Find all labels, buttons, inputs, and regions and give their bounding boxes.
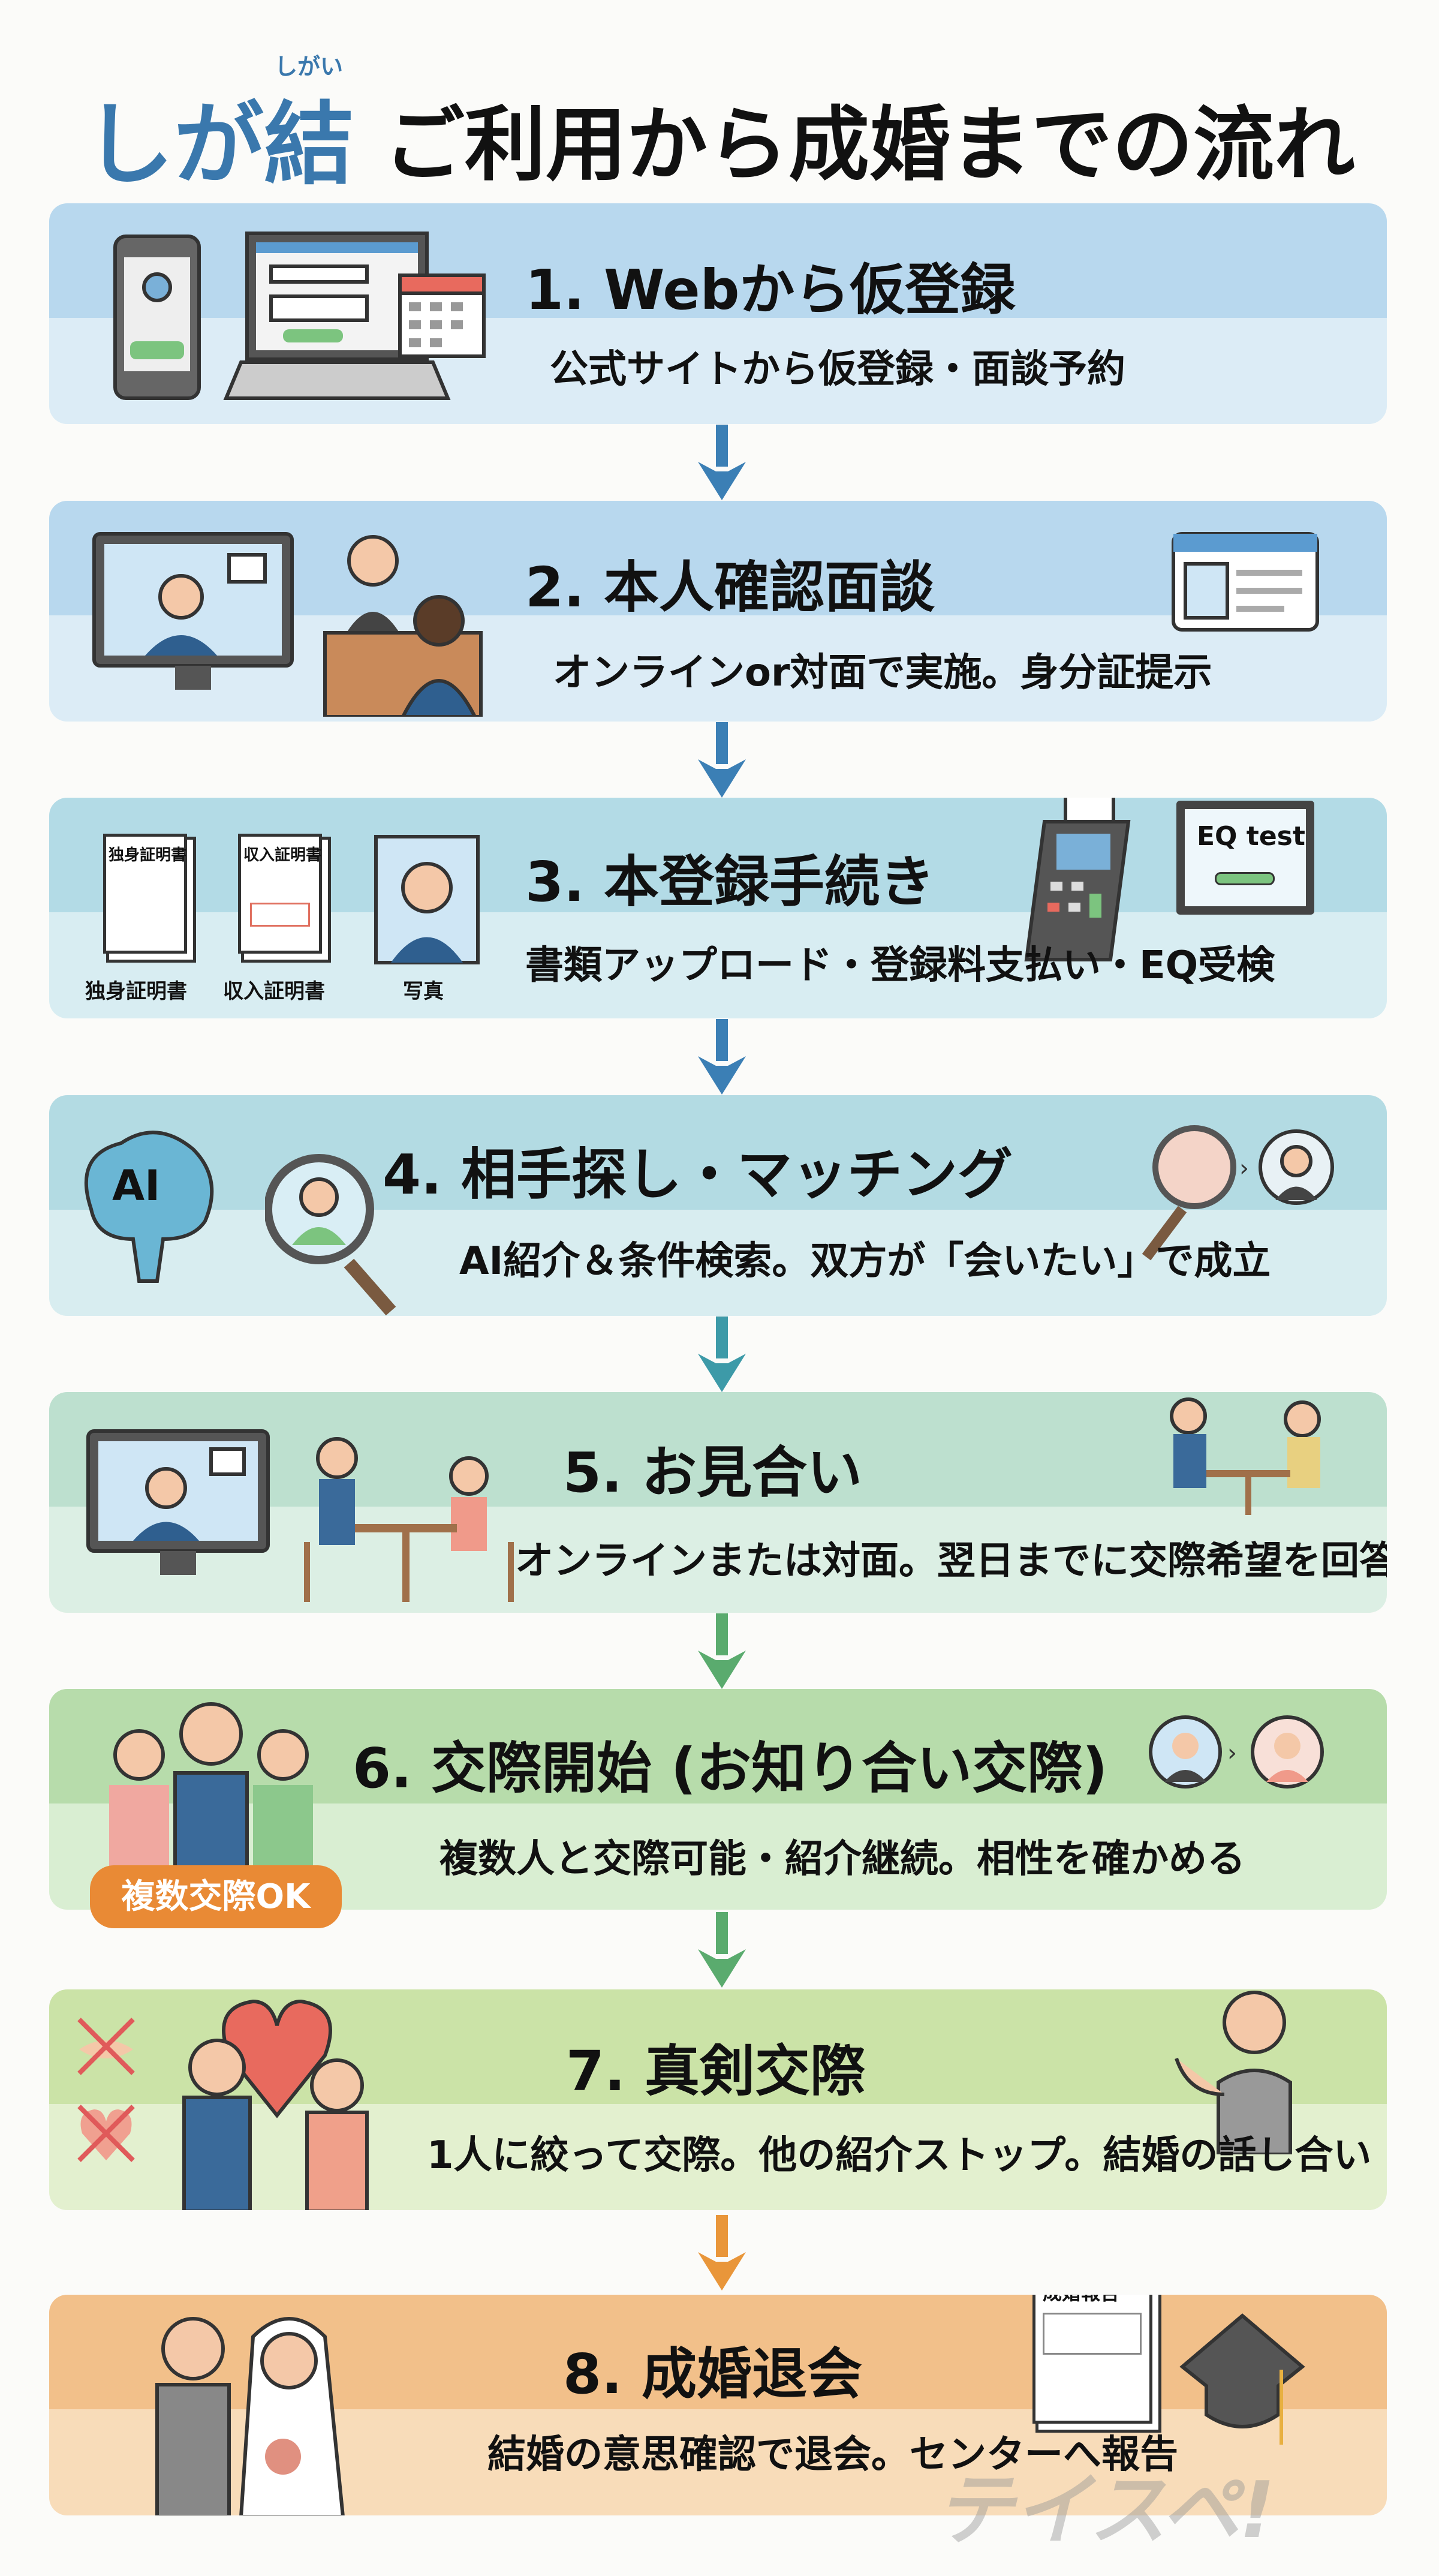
match-profiles-icon: › [1142,1125,1334,1261]
group-people-icon [109,1702,313,1881]
video-call-monitor-icon [86,1429,270,1575]
step-description: 複数人と交際可能・紹介継続。相性を確かめる [439,1837,1245,1881]
step-card-2: 2. 本人確認面談 オンラインor対面で実施。身分証提示 [49,501,1387,722]
step-card-5: 5. お見合い オンラインまたは対面。翌日までに交際希望を回答 [49,1392,1387,1613]
couple-heart-icon [182,1999,369,2210]
photo-icon [374,835,480,964]
step-card-6: › 6. 交際開始 (お知り合い交際) 複数人と交際可能・紹介継続。相性を確かめ… [49,1689,1387,1910]
svg-text:›: › [1239,1155,1249,1182]
laptop-icon [223,232,451,400]
wedding-couple-icon [155,2317,345,2515]
interview-desk-icon [323,535,483,717]
advisor-icon [1175,1991,1292,2154]
magnifier-person-icon [265,1154,396,1316]
down-arrow-icon [698,1019,746,1095]
step-title: 1. Webから仮登録 [525,258,1016,322]
title-text: ご利用から成婚までの流れ [384,97,1355,192]
down-arrow-icon [698,2214,746,2291]
brand-logo: しがいしが結 [83,53,354,202]
down-arrow-icon [698,1911,746,1988]
multiple-dating-ok-badge: 複数交際OK [90,1865,342,1928]
crossed-heart-icon [77,2105,135,2162]
step-title: 6. 交際開始 (お知り合い交際) [353,1736,1108,1801]
single-certificate-icon: 独身証明書 [103,834,187,954]
step-description: 書類アップロード・登録料支払い・EQ受検 [525,943,1275,988]
graduation-cap-icon [1179,2313,1305,2445]
income-certificate-label: 収入証明書 [223,979,325,1003]
down-arrow-icon [698,1316,746,1392]
eq-test-label: EQ test [1197,821,1305,852]
step-card-7: 7. 真剣交際 1人に絞って交際。他の紹介ストップ。結婚の話し合い [49,1989,1387,2210]
card-band-bottom [49,1507,1387,1613]
step-description: 結婚の意思確認で退会。センターへ報告 [487,2433,1178,2477]
smartphone-icon [113,235,201,400]
step-description: オンラインまたは対面。翌日までに交際希望を回答 [515,1539,1387,1583]
down-arrow-icon [698,425,746,500]
down-arrow-icon [698,722,746,798]
single-certificate-label: 独身証明書 [85,979,187,1003]
step-description: AI紹介＆条件検索。双方が「会いたい」で成立 [459,1239,1271,1284]
step-title: 7. 真剣交際 [566,2039,865,2103]
step-description: 1人に絞って交際。他の紹介ストップ。結婚の話し合い [427,2133,1372,2178]
cafe-meeting-icon [304,1437,514,1602]
down-arrow-icon [698,1613,746,1689]
card-band-top [49,1392,1387,1507]
page-title: しがいしが結ご利用から成婚までの流れ [0,53,1439,202]
doc-header: 独身証明書 [109,846,187,864]
step-title: 3. 本登録手続き [525,850,935,914]
step-card-8: 成婚報告 8. 成婚退会 結婚の意思確認で退会。センターへ報告 [49,2295,1387,2515]
video-call-monitor-icon [92,532,294,690]
step-description: オンラインor対面で実施。身分証提示 [553,651,1212,695]
svg-text:›: › [1227,1739,1237,1767]
step-card-4: AI › 4. 相手探し・マッチング AI紹介＆条件検索。双方が「会いたい」で成… [49,1095,1387,1316]
card-band-bottom [49,2104,1387,2210]
monitor-icon: EQ test [1176,801,1314,915]
ai-label: AI [112,1161,161,1210]
calendar-icon [398,273,486,358]
crossed-handshake-icon [77,2018,135,2075]
watermark-logo: テイスペ! [935,2464,1275,2556]
step-title: 5. お見合い [563,1441,862,1505]
payment-terminal-icon [1024,798,1131,961]
doc-header: 収入証明書 [243,846,322,864]
report-label: 成婚報告 [1043,2295,1119,2306]
step-title: 4. 相手探し・マッチング [383,1143,1013,1207]
step-card-1: 1. Webから仮登録 公式サイトから仮登録・面談予約 [49,203,1387,424]
brand-text: しが結 [83,93,354,197]
photo-label: 写真 [403,979,444,1003]
cafe-meeting-icon [1170,1397,1321,1515]
step-title: 2. 本人確認面談 [525,555,935,620]
id-card-icon [1172,532,1319,632]
profile-switch-icon: › [1149,1715,1324,1789]
ai-brain-icon [84,1131,214,1283]
income-certificate-icon: 収入証明書 [238,834,322,954]
brand-ruby: しがい [274,53,343,80]
step-description: 公式サイトから仮登録・面談予約 [550,347,1125,392]
step-title: 8. 成婚退会 [563,2342,862,2406]
report-document-icon: 成婚報告 [1032,2295,1152,2424]
step-card-3: 独身証明書 独身証明書 収入証明書 収入証明書 写真 EQ test 3. 本登… [49,798,1387,1018]
